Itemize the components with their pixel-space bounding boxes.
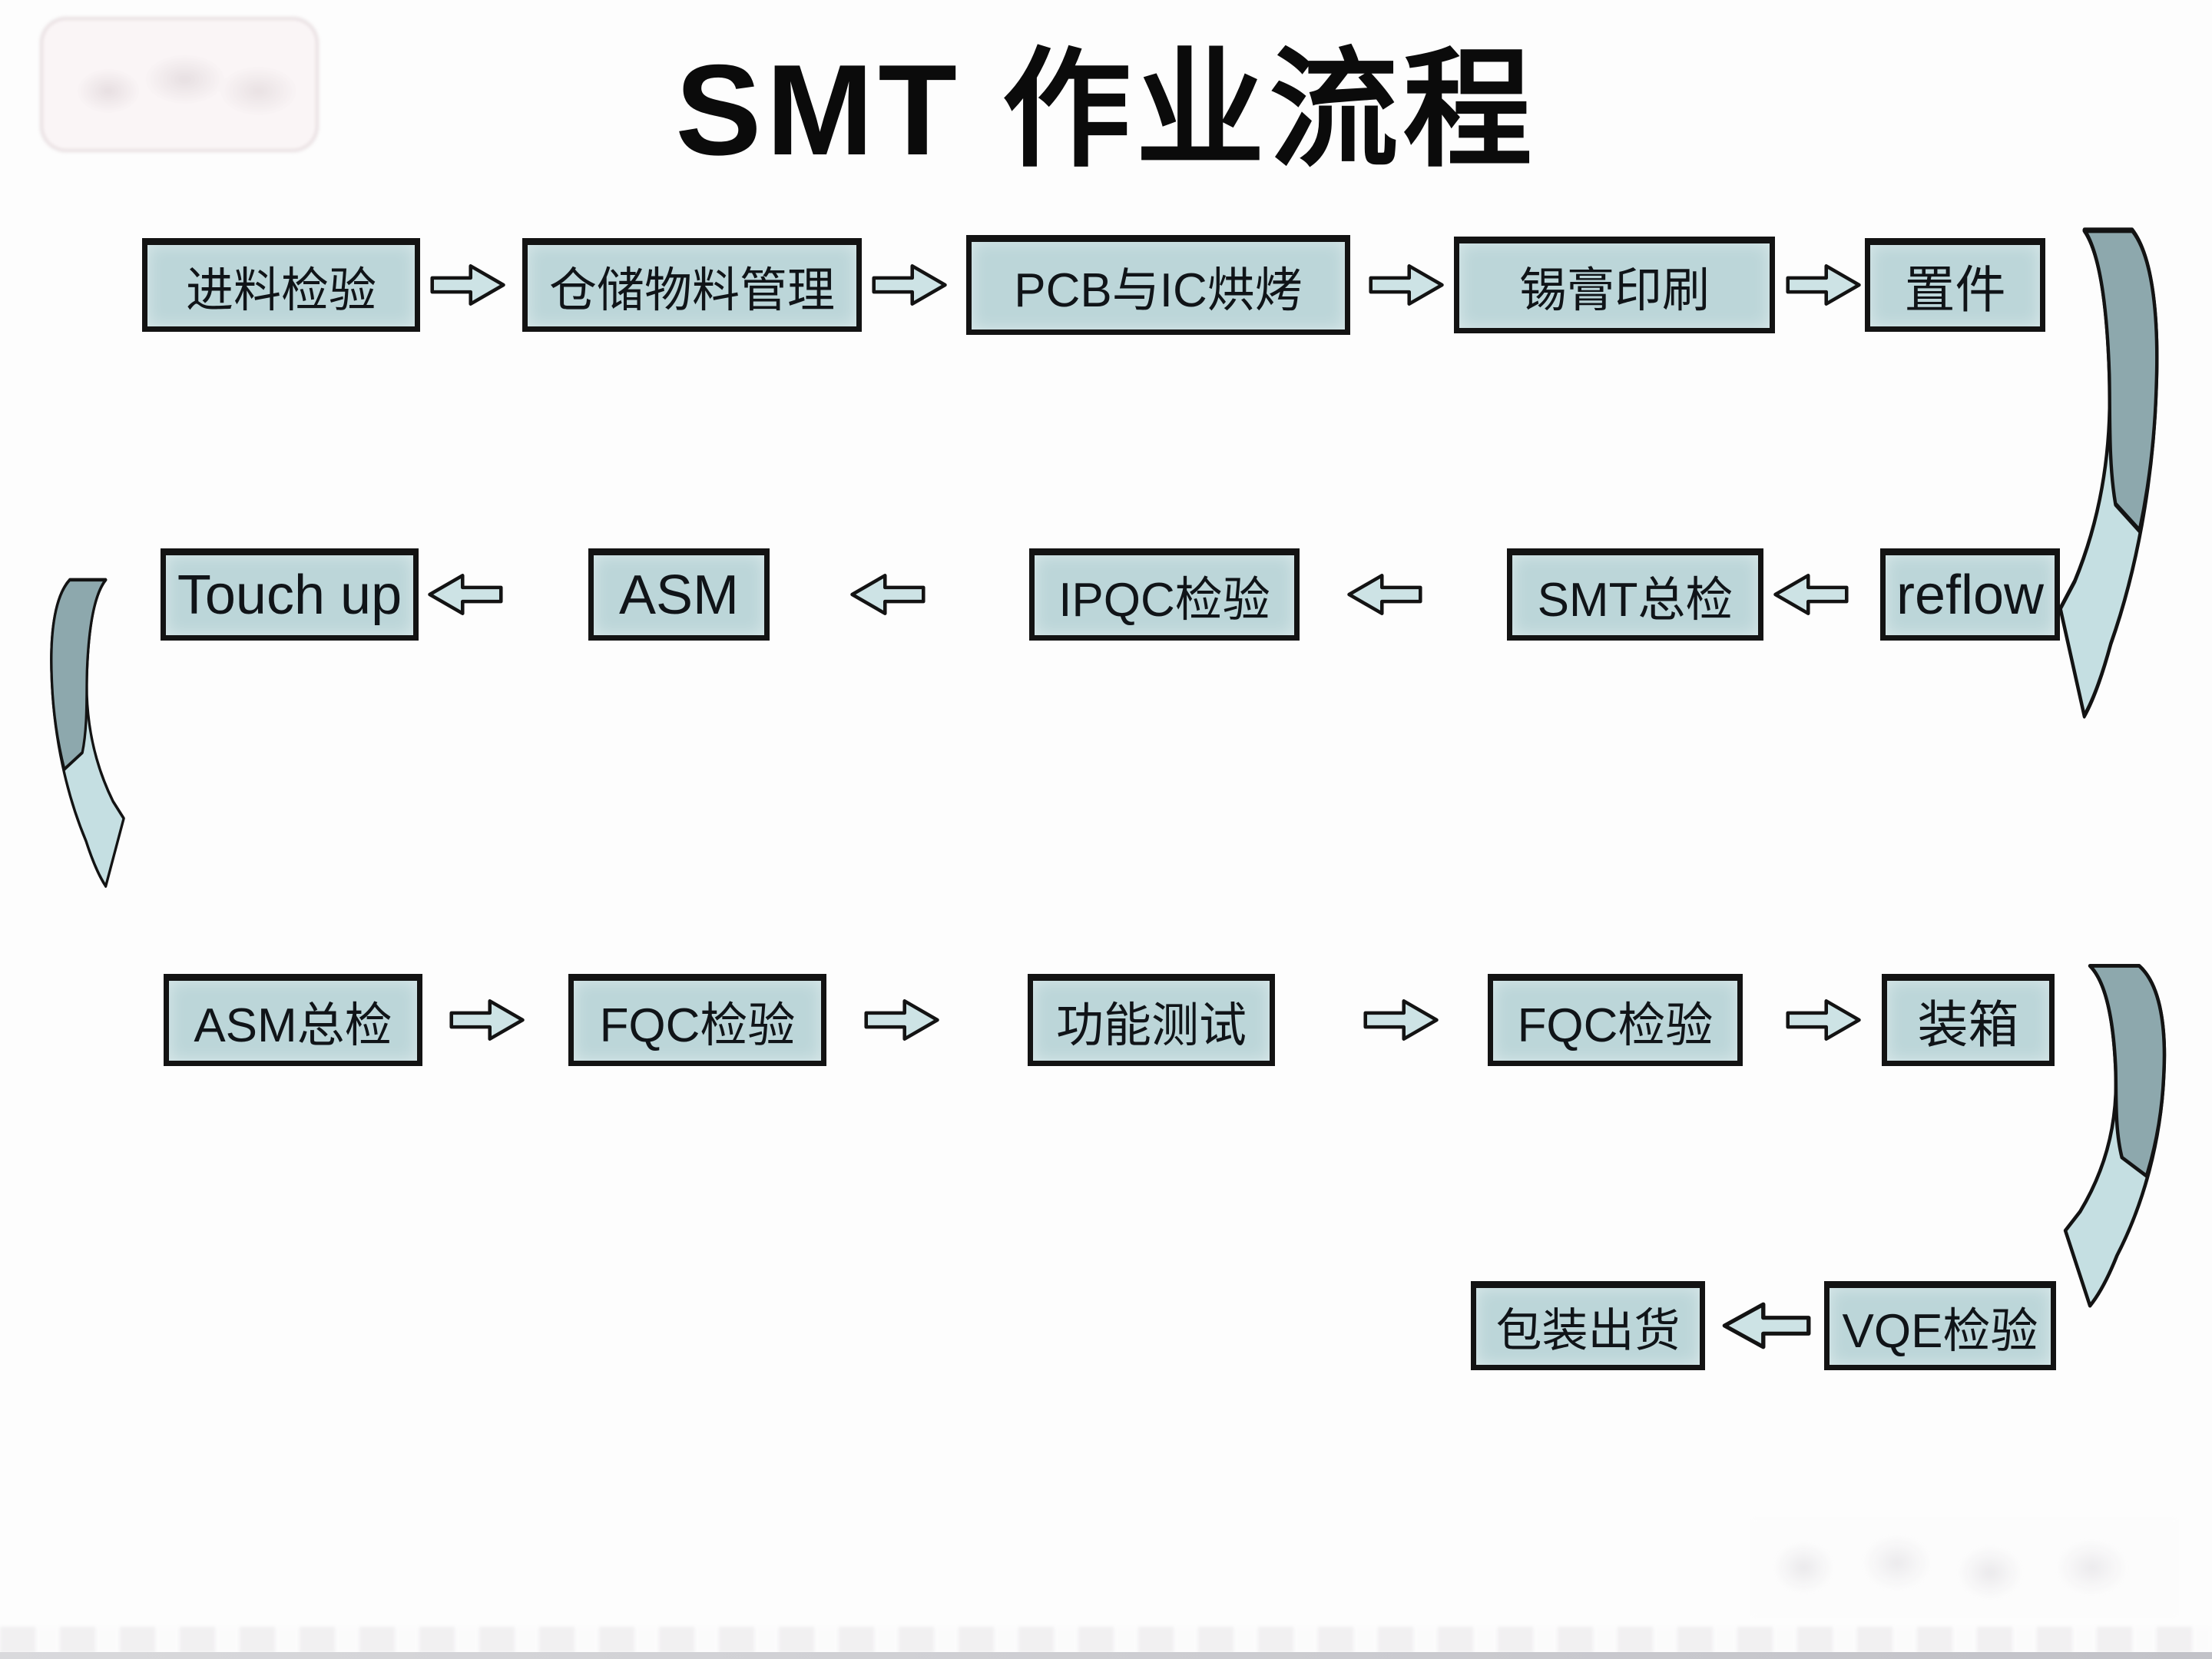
- box-solder-paste-printing: 锡膏印刷: [1454, 237, 1775, 333]
- arrow-left-icon: [1347, 574, 1422, 615]
- arrow-right-icon: [864, 999, 939, 1041]
- bottom-edge-line: [0, 1652, 2212, 1659]
- arrow-right-icon: [1363, 999, 1439, 1041]
- box-asm: ASM: [588, 548, 770, 641]
- arrow-left-icon: [1773, 574, 1849, 615]
- faded-logo-watermark: [40, 17, 319, 152]
- box-vqe-inspection: VQE检验: [1824, 1281, 2056, 1370]
- arrow-right-icon: [1786, 264, 1861, 306]
- box-touch-up: Touch up: [161, 548, 419, 641]
- arrow-right-icon: [1369, 264, 1444, 306]
- arrow-left-icon: [1722, 1302, 1811, 1349]
- box-packaging-shipping: 包装出货: [1471, 1281, 1705, 1370]
- arrow-right-icon: [449, 999, 525, 1041]
- box-fqc-inspection-2: FQC检验: [1488, 974, 1743, 1066]
- arrow-right-icon: [430, 264, 505, 306]
- box-function-test: 功能测试: [1028, 974, 1275, 1066]
- curved-down-arrow-left-icon: [50, 578, 125, 888]
- curved-down-arrow-right-top-icon: [2058, 227, 2159, 719]
- faded-bottom-right-watermark: [1753, 1519, 2177, 1616]
- faded-bottom-watermark-strip: [0, 1627, 2212, 1653]
- arrow-right-icon: [872, 264, 947, 306]
- box-asm-final-inspection: ASM总检: [164, 974, 422, 1066]
- box-fqc-inspection-1: FQC检验: [568, 974, 826, 1066]
- box-smt-final-inspection: SMT总检: [1507, 548, 1763, 641]
- box-placement: 置件: [1865, 238, 2045, 332]
- curved-down-arrow-right-bottom-icon: [2063, 964, 2167, 1308]
- arrow-left-icon: [850, 574, 926, 615]
- arrow-right-icon: [1786, 999, 1861, 1041]
- box-incoming-inspection: 进料检验: [142, 238, 420, 332]
- box-warehouse-material-management: 仓储物料管理: [522, 238, 862, 332]
- box-reflow: reflow: [1880, 548, 2060, 641]
- box-pcb-ic-baking: PCB与IC烘烤: [966, 235, 1350, 335]
- box-ipqc-inspection: IPQC检验: [1029, 548, 1300, 641]
- page-title: SMT 作业流程: [675, 37, 1537, 182]
- box-packing: 装箱: [1882, 974, 2055, 1066]
- arrow-left-icon: [428, 574, 503, 615]
